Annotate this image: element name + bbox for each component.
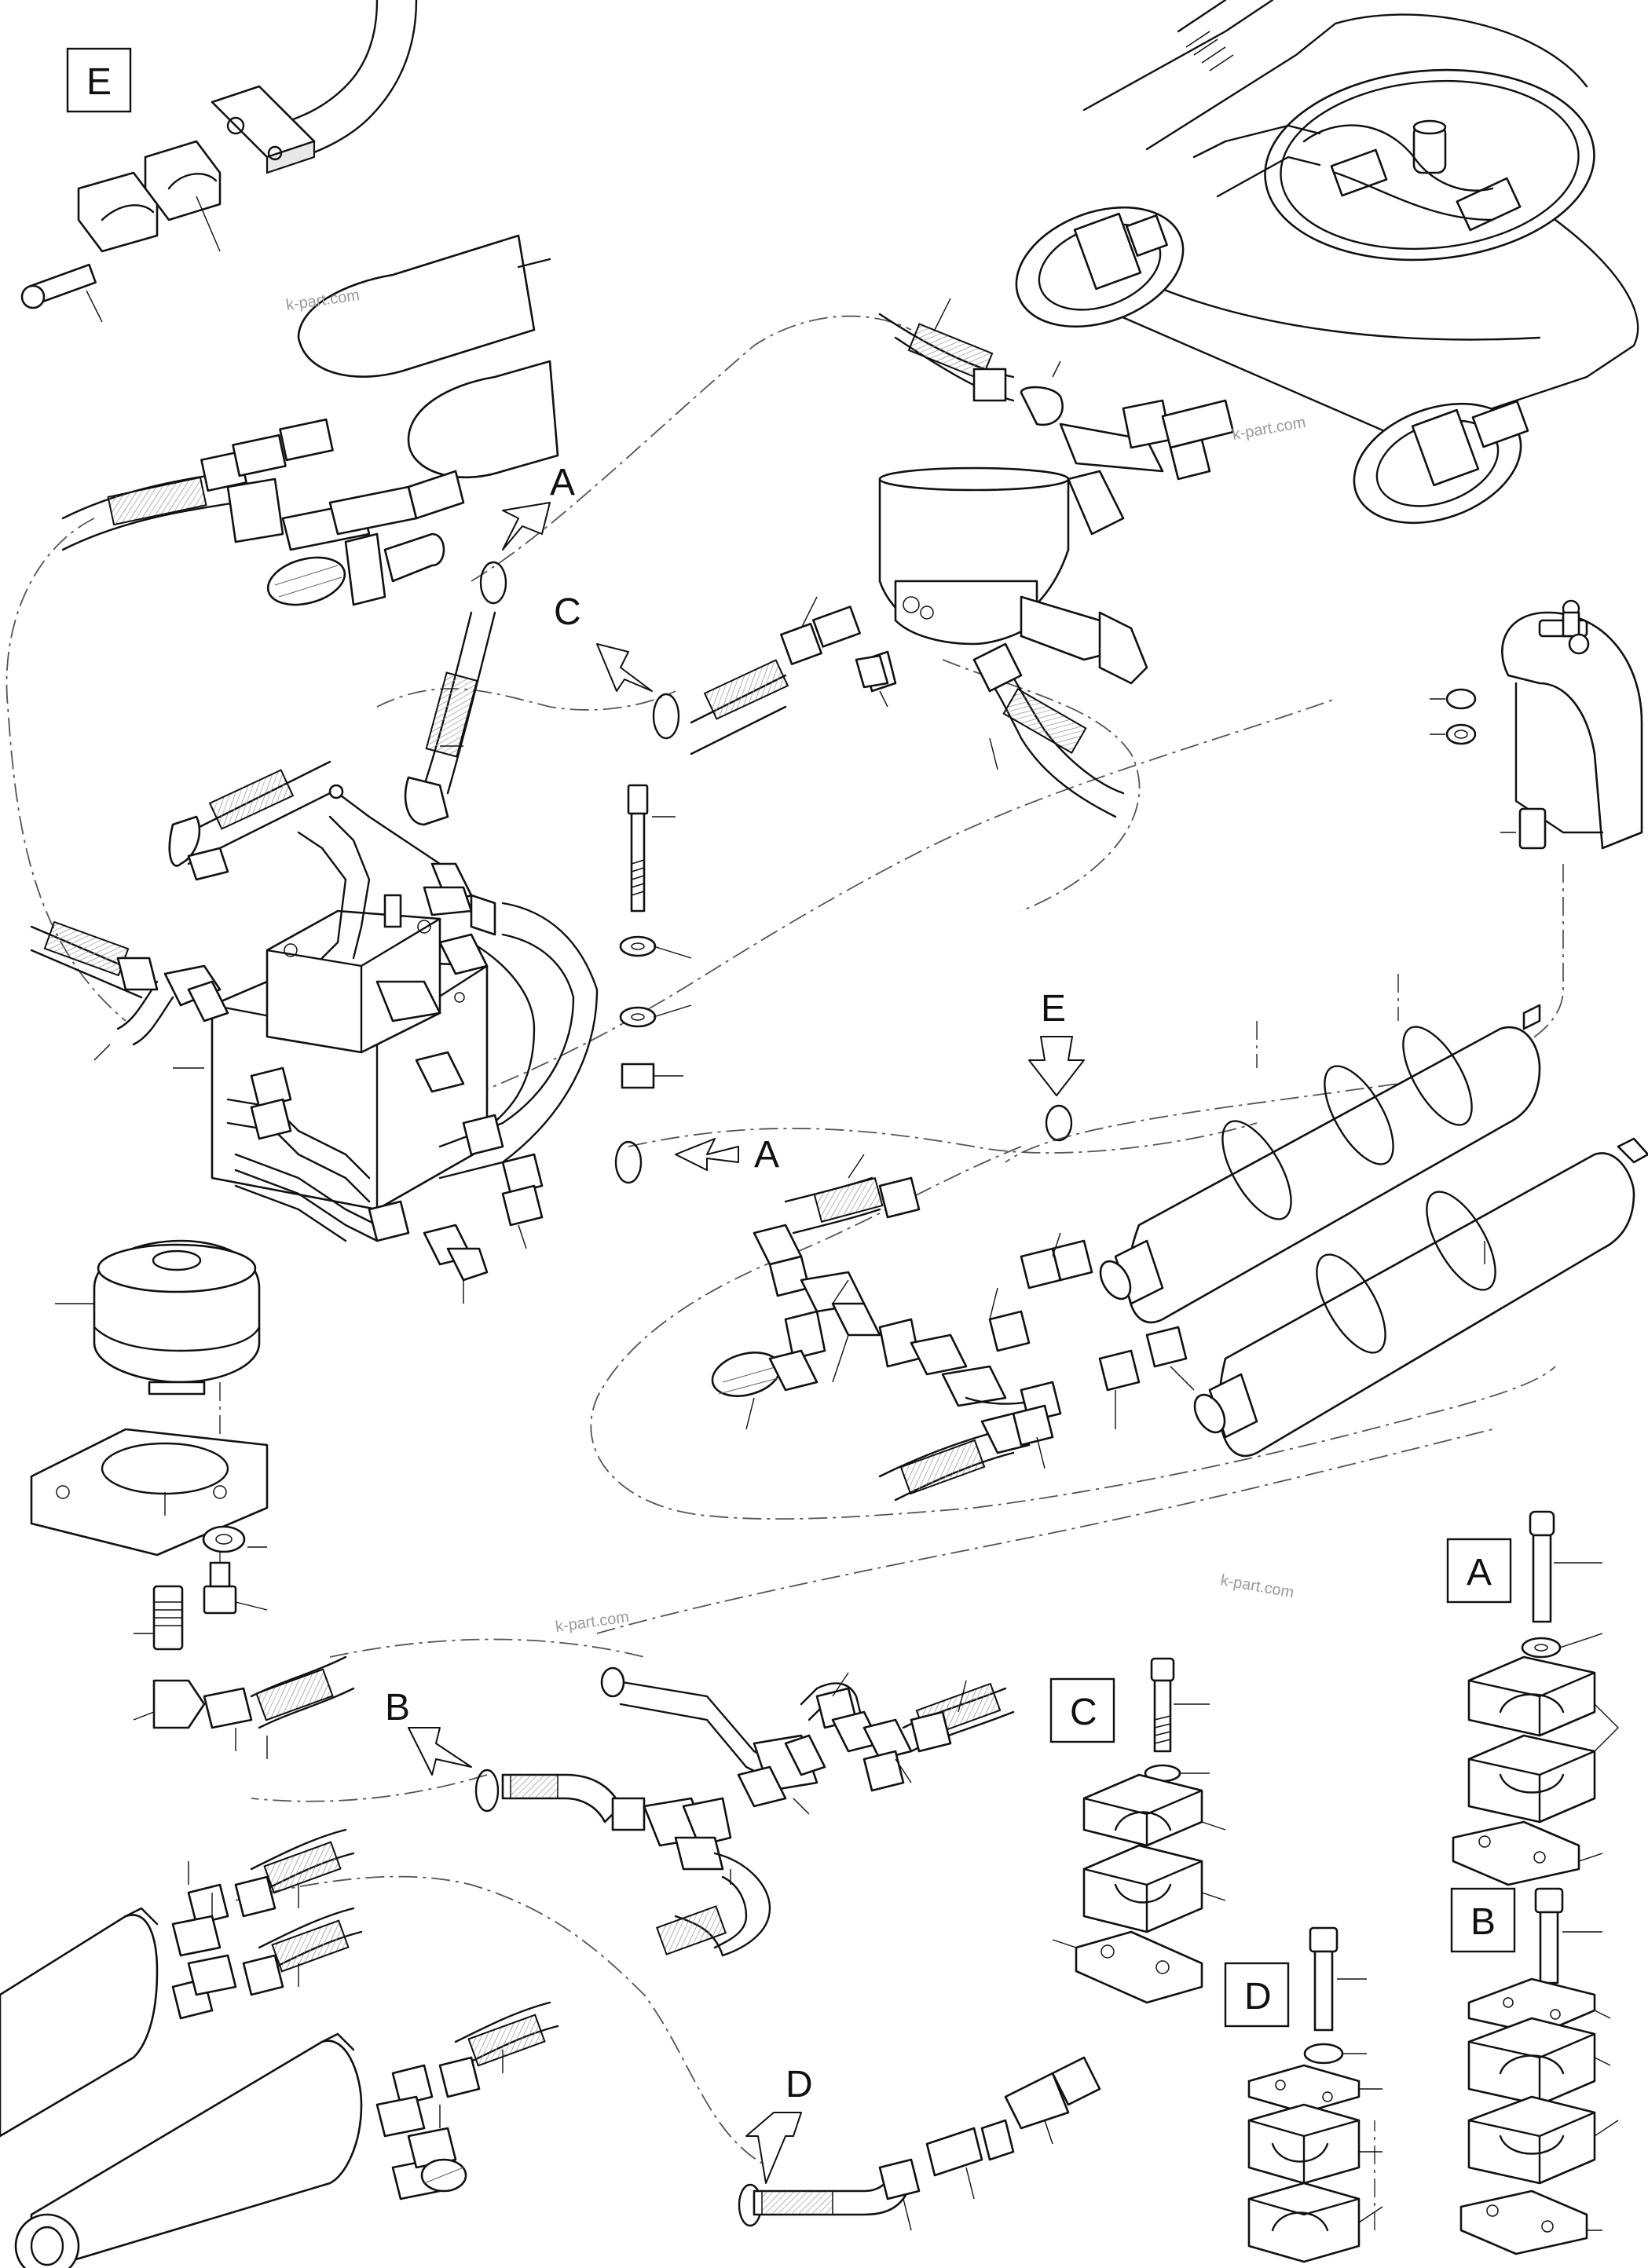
callout-label-a: A [1467,1552,1492,1593]
view-label-c: C [554,591,581,633]
watermark-text: k-part.com [1231,414,1307,444]
view-label-e: E [1041,988,1066,1030]
right-clamp-bracket [1430,599,1643,850]
bottom-center-fittings [501,1666,1015,1957]
upper-left-accumulators [61,234,559,606]
detail-c [1049,1657,1226,2004]
callout-box-d [1224,1962,1290,2028]
detail-b [1450,1887,1619,2255]
bolt-stack-center [619,784,692,1089]
view-label-a-upper: A [550,462,575,503]
view-arrow-a-lower [614,1138,739,1184]
view-label-d: D [786,2064,813,2105]
callout-label-e: E [86,61,112,103]
routing-lines [5,315,1564,2230]
watermark-text: k-part.com [1219,1571,1295,1601]
left-round-accumulator [30,1239,269,1557]
valve-block-assembly [30,611,599,1304]
center-top-reservoir [690,466,1148,818]
view-arrow-c [596,643,680,740]
view-label-a-lower: A [754,1134,779,1176]
view-label-b: B [385,1687,410,1728]
top-center-hose [878,298,1235,536]
bottom-left-cylinders [0,1828,559,2268]
right-accumulators [1099,1004,1648,1458]
detail-a [1446,1510,1619,1886]
callout-box-b [1450,1887,1516,1953]
center-right-fittings [711,1154,1195,1502]
detail-e-clamp [20,0,418,323]
callout-label-d: D [1244,1976,1272,2017]
callout-box-a [1446,1538,1512,1604]
callout-label-c: C [1070,1692,1097,1733]
callout-label-b: B [1470,1901,1496,1943]
callout-box-c [1049,1677,1115,1743]
watermark-text: k-part.com [555,1608,631,1636]
detail-d [1224,1926,1383,2263]
bottom-d-hose [753,2056,1101,2231]
left-fittings-stack [133,1585,355,1759]
callout-box-e [66,47,132,113]
view-arrow-b [408,1727,500,1813]
vehicle-frame-assembly [1015,0,1639,525]
left-bolt-washer [202,1525,268,1615]
view-arrow-e [1028,1036,1085,1142]
view-arrow-a-upper [479,502,551,605]
